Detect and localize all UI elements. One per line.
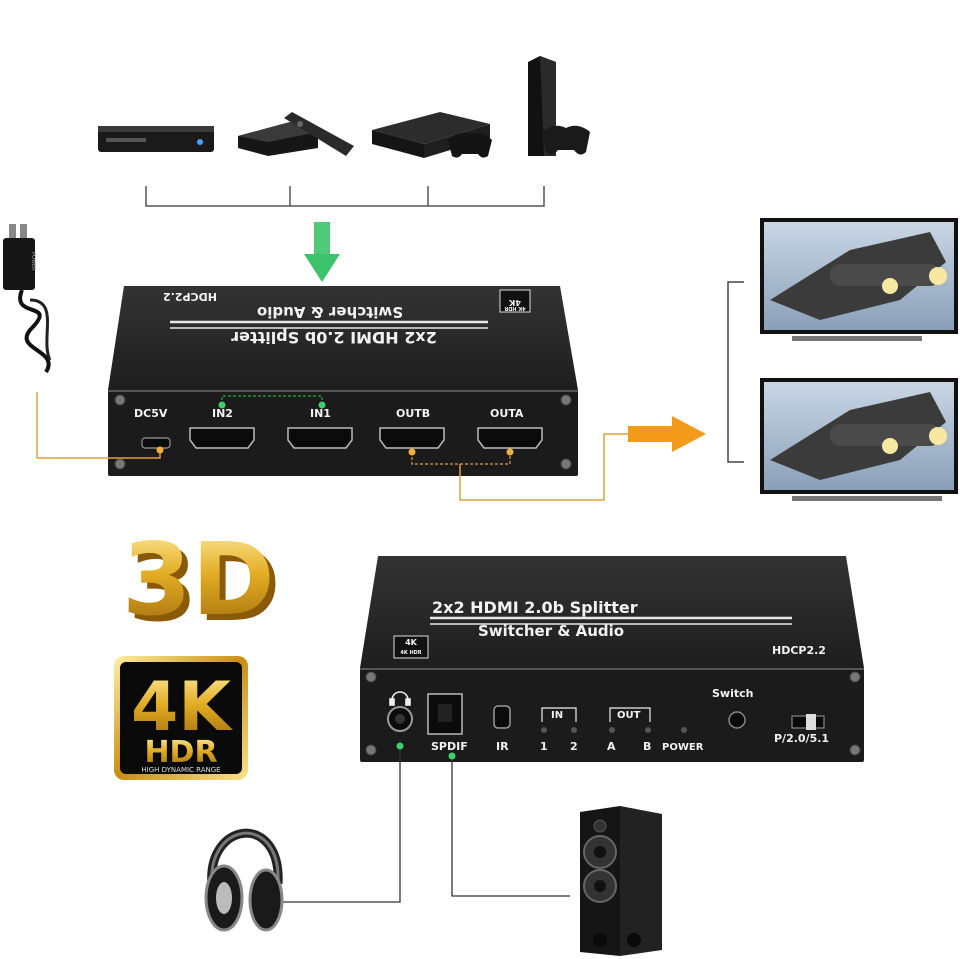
bottom-device-screws: [365, 671, 861, 756]
port-label-outb: OUTB: [396, 407, 430, 420]
out-group-bracket: [609, 707, 651, 722]
port-label-dc5v: DC5V: [134, 407, 168, 420]
svg-text:HDR: HDR: [144, 735, 217, 770]
top-device-subtitle: Switcher & Audio: [257, 303, 403, 321]
power-adapter-icon: [3, 224, 52, 374]
out-group-label: OUT: [617, 710, 641, 721]
status-leds: [541, 727, 687, 733]
input-link-indicator: [218, 395, 326, 409]
in-1-label: 1: [540, 740, 548, 753]
hdmi-port-outa: [477, 427, 543, 449]
blu-ray-player-icon: [98, 126, 214, 152]
streaming-box-icon: [238, 112, 354, 156]
svg-text:4K: 4K: [405, 638, 418, 647]
top-device-title: 2x2 HDMI 2.0b Splitter: [231, 328, 437, 347]
micro-usb-port: [141, 437, 171, 449]
hdmi-port-in1: [287, 427, 353, 449]
port-label-in1: IN1: [310, 407, 331, 420]
output-arrow-icon: [628, 416, 706, 452]
svg-text:4K HDR: 4K HDR: [504, 305, 525, 311]
bottom-device-hdcp: HDCP2.2: [772, 644, 826, 657]
spdif-port: [427, 693, 463, 735]
top-device-screws: [114, 394, 572, 470]
bottom-device-4k-badge: 4K 4K HDR: [393, 635, 429, 659]
tv-display-icon: [760, 218, 958, 341]
spdif-label: SPDIF: [431, 740, 468, 753]
headphone-symbol-icon: [389, 691, 411, 706]
headphones-icon: [204, 828, 284, 932]
svg-text:4K HDR: 4K HDR: [400, 650, 421, 656]
power-label: POWER: [662, 742, 704, 753]
tv-display-icon: [760, 378, 958, 501]
ir-port: [493, 705, 511, 729]
top-device-4k-badge: 4K 4K HDR: [499, 289, 531, 313]
tower-console-icon: [528, 56, 590, 156]
hdmi-port-in2: [189, 427, 255, 449]
bottom-device-title: 2x2 HDMI 2.0b Splitter: [432, 598, 638, 617]
source-bracket: [145, 186, 545, 207]
svg-text:3D: 3D: [128, 527, 281, 644]
svg-text:3D: 3D: [122, 521, 275, 638]
in-group-bracket: [541, 707, 577, 722]
port-label-outa: OUTA: [490, 407, 524, 420]
top-device-hdcp: HDCP2.2: [163, 290, 217, 303]
hdmi-port-outb: [379, 427, 445, 449]
mode-slider-switch: [791, 714, 825, 730]
switch-button: [728, 711, 746, 729]
out-a-label: A: [607, 740, 616, 753]
bottom-splitter-device: [360, 556, 864, 762]
switch-label: Switch: [712, 687, 753, 700]
3d-logo: 3D 3D: [122, 521, 281, 644]
audio-link-lines: [282, 748, 570, 903]
mode-label: P/2.0/5.1: [774, 732, 829, 745]
game-console-icon: [372, 112, 492, 158]
svg-text:4K: 4K: [508, 298, 521, 307]
input-arrow-icon: [304, 222, 340, 282]
headphone-jack: [387, 706, 413, 732]
output-line: [459, 433, 632, 501]
out-b-label: B: [643, 740, 651, 753]
ir-label: IR: [496, 740, 509, 753]
in-group-label: IN: [551, 710, 563, 721]
bottom-device-subtitle: Switcher & Audio: [478, 622, 624, 640]
output-link-indicator: [408, 448, 514, 465]
speaker-icon: [580, 806, 662, 956]
4k-hdr-logo: 4K HDR HIGH DYNAMIC RANGE: [114, 656, 248, 780]
display-bracket: [727, 281, 744, 463]
adapter-label: POWER: [30, 252, 36, 271]
port-label-in2: IN2: [212, 407, 233, 420]
svg-text:HIGH DYNAMIC RANGE: HIGH DYNAMIC RANGE: [141, 766, 220, 774]
in-2-label: 2: [570, 740, 578, 753]
svg-text:4K: 4K: [131, 668, 233, 747]
power-line: [36, 392, 161, 459]
